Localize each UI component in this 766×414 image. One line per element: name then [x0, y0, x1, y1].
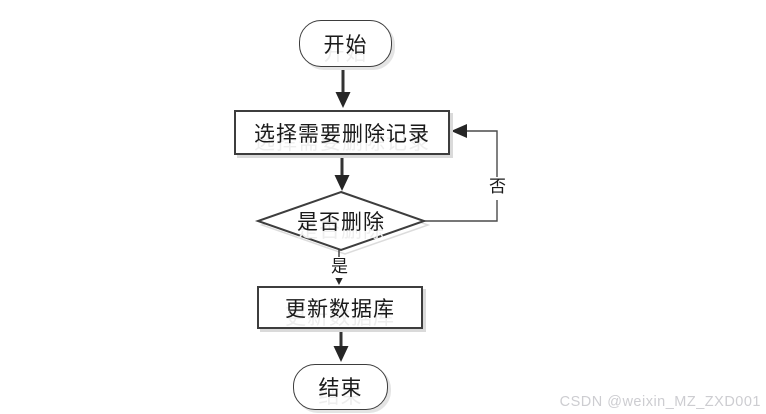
node-end: 结束 [293, 364, 388, 410]
edge-decision-to-select [424, 124, 498, 222]
edge-update-to-end [333, 329, 349, 362]
edge-label-yes: 是 [330, 257, 349, 278]
node-end-label: 结束 [318, 377, 363, 400]
edge-start-to-select [335, 67, 351, 108]
edge-select-to-decision [334, 155, 350, 191]
node-start: 开始 [299, 20, 392, 67]
decision-diamond-shape [254, 190, 428, 252]
node-start-label: 开始 [323, 33, 368, 57]
arrowhead-left-icon [451, 124, 467, 138]
watermark: CSDN @weixin_MZ_ZXD001 [559, 394, 761, 410]
arrowhead-down-small-icon [334, 277, 344, 285]
arrowhead-down-icon [335, 92, 351, 108]
node-select-records-label: 选择需要删除记录 [254, 122, 430, 146]
arrowhead-down-icon [334, 175, 350, 191]
node-select-records: 选择需要删除记录 [234, 110, 450, 155]
node-update-database-label: 更新数据库 [285, 297, 395, 321]
arrowhead-down-icon [333, 346, 349, 362]
edge-label-no: 否 [488, 177, 507, 200]
node-delete-decision-label: 是否删除 [297, 211, 385, 234]
node-update-database: 更新数据库 [257, 286, 423, 329]
